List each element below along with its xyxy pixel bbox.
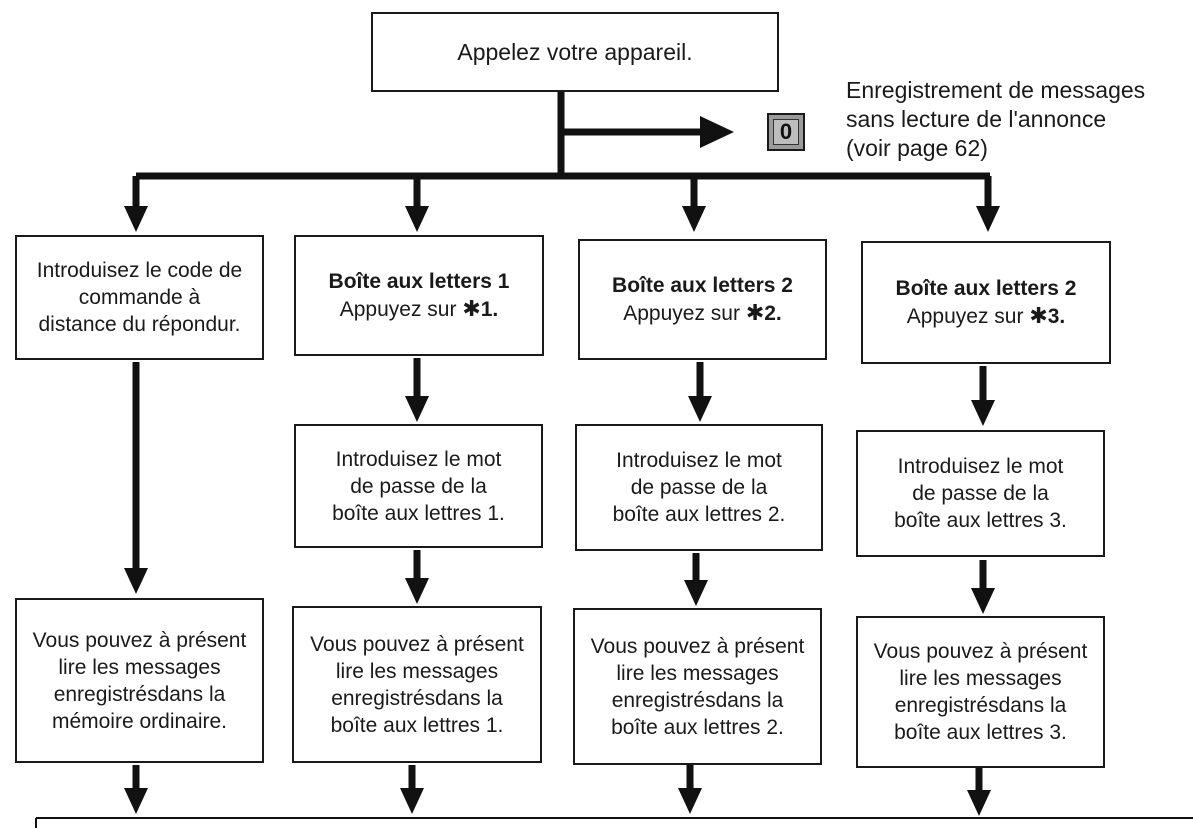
text-line: Vous pouvez à présent [32, 628, 247, 652]
text-line: Introduisez le mot [616, 449, 782, 472]
text-line: Introduisez le mot [897, 455, 1064, 478]
arrow-down-icon [405, 206, 429, 232]
arrow-down-icon [976, 206, 1000, 232]
arrow-down-icon [405, 396, 429, 422]
key-zero-note: Enregistrement de messages sans lecture … [846, 76, 1145, 163]
arrow-down-icon [124, 788, 148, 814]
col1-step3-box: Vous pouvez à présent lire les messages … [15, 598, 264, 763]
text-line: lire les messages [899, 667, 1062, 690]
arrow-down-icon [971, 588, 995, 614]
arrow-down-icon [684, 580, 708, 606]
col2-step2-box: Introduisez le mot de passe de la boîte … [294, 424, 543, 548]
text-line: Vous pouvez à présent [873, 640, 1088, 663]
start-box-text: Appelez votre appareil. [457, 38, 693, 65]
text-line: enregistrésdans la [894, 694, 1067, 717]
arrow-down-icon [967, 790, 991, 816]
key-zero-button-icon: 0 [767, 113, 805, 151]
press-instruction: Appuyez sur ✱3. [896, 302, 1077, 330]
text-line: enregistrésdans la [611, 688, 784, 712]
press-instruction: Appuyez sur ✱1. [329, 295, 510, 323]
text-line: lire les messages [616, 661, 779, 685]
arrow-down-icon [971, 400, 995, 426]
text-line: commande à [78, 286, 201, 309]
arrow-down-icon [405, 578, 429, 604]
col2-step3-box: Vous pouvez à présent lire les messages … [292, 606, 542, 763]
arrow-down-icon [682, 206, 706, 232]
col2-step1-box: Boîte aux letters 1 Appuyez sur ✱1. [294, 235, 544, 356]
key-zero-label: 0 [773, 119, 799, 145]
key-number: 1. [480, 298, 499, 321]
star-key-icon: ✱ [462, 296, 481, 321]
text-line: lire les messages [335, 659, 499, 683]
text-line: boîte aux lettres 3. [894, 721, 1067, 744]
arrow-down-icon [124, 568, 148, 594]
text-line: de passe de la [630, 476, 768, 499]
note-line: sans lecture de l'annonce [846, 106, 1107, 132]
text-line: boîte aux lettres 1. [330, 713, 504, 737]
key-number: 3. [1047, 305, 1066, 328]
text-line: distance du répondur. [38, 313, 241, 336]
text-line: boîte aux lettres 1. [332, 501, 505, 525]
mailbox-title: Boîte aux letters 1 [328, 270, 510, 293]
text-line: boîte aux lettres 2. [611, 715, 784, 739]
text-line: boîte aux lettres 3. [894, 509, 1067, 532]
text-line: Vous pouvez à présent [310, 632, 524, 656]
note-line: (voir page 62) [846, 135, 988, 161]
col1-step1-box: Introduisez le code de commande à distan… [15, 235, 264, 360]
col3-step1-box: Boîte aux letters 2 Appuyez sur ✱2. [578, 239, 827, 360]
press-text: Appuyez sur [623, 302, 740, 325]
text-line: lire les messages [58, 655, 221, 679]
col4-step1-box: Boîte aux letters 2 Appuyez sur ✱3. [861, 241, 1111, 364]
text-line: Introduisez le code de [36, 259, 243, 282]
col3-step3-box: Vous pouvez à présent lire les messages … [573, 608, 822, 765]
press-text: Appuyez sur [906, 305, 1024, 328]
arrow-down-icon [400, 788, 424, 814]
text-line: enregistrésdans la [53, 682, 226, 706]
text-line: Vous pouvez à présent [590, 634, 805, 658]
mailbox-title: Boîte aux letters 2 [895, 277, 1077, 300]
star-key-icon: ✱ [1029, 303, 1048, 328]
mailbox-title: Boîte aux letters 2 [612, 274, 793, 297]
star-key-icon: ✱ [745, 300, 765, 325]
press-text: Appuyez sur [339, 298, 457, 321]
col4-step3-box: Vous pouvez à présent lire les messages … [856, 616, 1105, 768]
arrow-down-icon [688, 396, 712, 422]
arrow-down-icon [124, 206, 148, 232]
text-line: mémoire ordinaire. [51, 709, 228, 733]
arrow-down-icon [678, 788, 702, 814]
start-box: Appelez votre appareil. [371, 12, 779, 92]
text-line: boîte aux lettres 2. [612, 503, 786, 526]
text-line: enregistrésdans la [331, 686, 503, 710]
text-line: Introduisez le mot [335, 447, 502, 471]
arrow-to-key-zero-icon [700, 116, 734, 148]
col3-step2-box: Introduisez le mot de passe de la boîte … [575, 424, 823, 551]
key-number: 2. [764, 302, 782, 325]
text-line: de passe de la [912, 482, 1049, 505]
text-line: de passe de la [350, 474, 487, 498]
press-instruction: Appuyez sur ✱2. [612, 299, 793, 327]
note-line: Enregistrement de messages [846, 77, 1146, 103]
col4-step2-box: Introduisez le mot de passe de la boîte … [856, 430, 1105, 557]
